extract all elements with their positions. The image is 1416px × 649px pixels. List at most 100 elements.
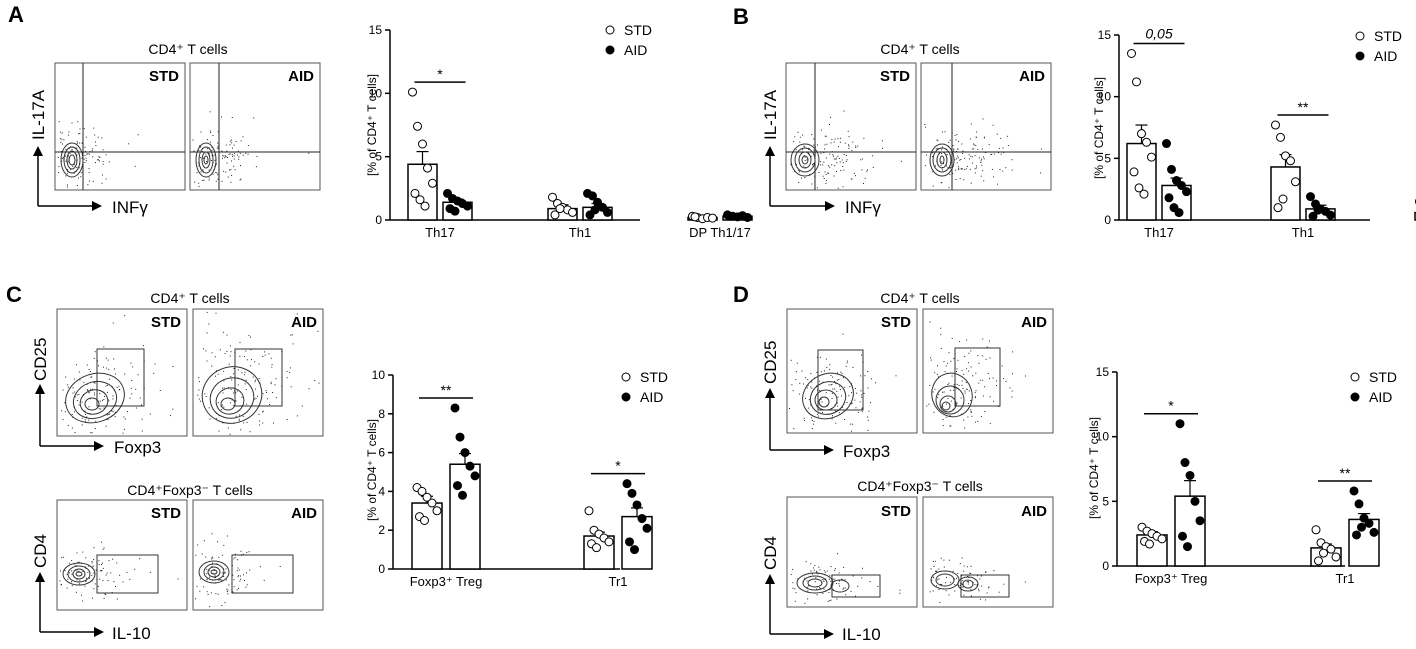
- event-dot: [872, 155, 873, 156]
- event-dot: [958, 141, 959, 142]
- event-dot: [211, 366, 212, 367]
- event-dot: [231, 175, 232, 176]
- event-dot: [115, 586, 116, 587]
- event-dot: [958, 360, 959, 361]
- data-point-std: [556, 205, 564, 213]
- event-dot: [807, 598, 808, 599]
- event-dot: [95, 421, 96, 422]
- event-dot: [271, 367, 272, 368]
- event-dot: [227, 157, 228, 158]
- event-dot: [941, 165, 942, 166]
- event-dot: [855, 146, 856, 147]
- event-dot: [833, 156, 834, 157]
- event-dot: [861, 169, 862, 170]
- data-point-aid: [451, 404, 459, 412]
- event-dot: [63, 390, 64, 391]
- event-dot: [952, 165, 953, 166]
- event-dot: [74, 147, 75, 148]
- event-dot: [215, 356, 216, 357]
- event-dot: [114, 369, 115, 370]
- panel-letter-d: D: [733, 282, 749, 307]
- event-dot: [230, 141, 231, 142]
- event-dot: [870, 402, 871, 403]
- event-dot: [842, 160, 843, 161]
- event-dot: [931, 580, 932, 581]
- event-dot: [962, 381, 963, 382]
- event-dot: [207, 361, 208, 362]
- event-dot: [867, 417, 868, 418]
- data-point-aid: [1179, 532, 1187, 540]
- event-dot: [213, 162, 214, 163]
- event-dot: [67, 173, 68, 174]
- event-dot: [810, 386, 811, 387]
- event-dot: [202, 180, 203, 181]
- event-dot: [231, 351, 232, 352]
- event-dot: [937, 579, 938, 580]
- data-point-aid: [604, 208, 612, 216]
- event-dot: [243, 155, 244, 156]
- event-dot: [249, 551, 250, 552]
- event-dot: [993, 401, 994, 402]
- data-point-std: [1287, 157, 1295, 165]
- event-dot: [101, 564, 102, 565]
- event-dot: [103, 149, 104, 150]
- event-dot: [212, 147, 213, 148]
- event-dot: [808, 153, 809, 154]
- event-dot: [200, 168, 201, 169]
- event-dot: [861, 577, 862, 578]
- data-point-std: [1138, 130, 1146, 138]
- event-dot: [198, 165, 199, 166]
- event-dot: [213, 135, 214, 136]
- event-dot: [941, 182, 942, 183]
- event-dot: [942, 167, 943, 168]
- event-dot: [123, 417, 124, 418]
- event-dot: [274, 384, 275, 385]
- event-dot: [853, 367, 854, 368]
- event-dot: [213, 174, 214, 175]
- event-dot: [195, 555, 196, 556]
- event-dot: [943, 425, 944, 426]
- event-dot: [210, 419, 211, 420]
- legend-marker-aid: [1351, 393, 1359, 401]
- event-dot: [813, 567, 814, 568]
- event-dot: [198, 389, 199, 390]
- event-dot: [103, 568, 104, 569]
- event-dot: [843, 376, 844, 377]
- y-tick-label: 15: [1096, 365, 1110, 379]
- event-dot: [845, 587, 846, 588]
- event-dot: [1040, 172, 1041, 173]
- event-dot: [816, 572, 817, 573]
- event-dot: [85, 566, 86, 567]
- event-dot: [989, 144, 990, 145]
- event-dot: [253, 377, 254, 378]
- x-axis-label: Foxp3: [843, 442, 890, 461]
- event-dot: [259, 421, 260, 422]
- event-dot: [850, 424, 851, 425]
- event-dot: [88, 566, 89, 567]
- data-point-std: [424, 164, 432, 172]
- event-dot: [65, 377, 66, 378]
- event-dot: [232, 399, 233, 400]
- event-dot: [202, 169, 203, 170]
- event-dot: [222, 390, 223, 391]
- cond-label-aid: AID: [1021, 503, 1047, 520]
- event-dot: [77, 400, 78, 401]
- event-dot: [1008, 145, 1009, 146]
- event-dot: [955, 353, 956, 354]
- event-dot: [871, 378, 872, 379]
- event-dot: [994, 154, 995, 155]
- event-dot: [953, 145, 954, 146]
- event-dot: [218, 131, 219, 132]
- event-dot: [201, 132, 202, 133]
- event-dot: [75, 432, 76, 433]
- event-dot: [251, 359, 252, 360]
- panel-a-flow: CD4⁺ T cells STD AID IL-17A INFγ: [29, 41, 320, 217]
- panel-c-flow-bottom: CD4⁺Foxp3⁻ T cells STD AID CD4 IL-10: [31, 482, 323, 643]
- event-dot: [825, 144, 826, 145]
- event-dot: [241, 140, 242, 141]
- event-dot: [961, 168, 962, 169]
- event-dot: [952, 133, 953, 134]
- event-dot: [247, 359, 248, 360]
- event-dot: [843, 111, 844, 112]
- event-dot: [207, 312, 208, 313]
